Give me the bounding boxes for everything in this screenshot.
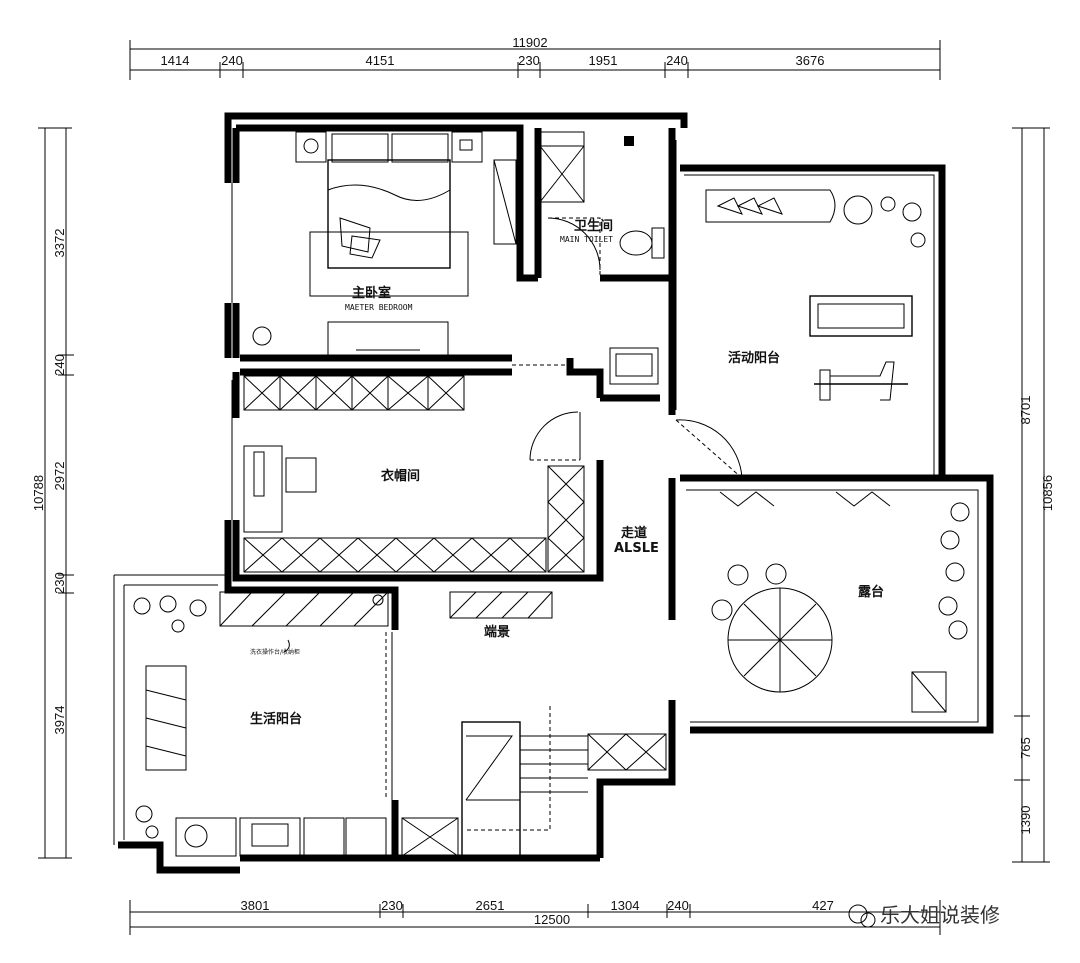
dim-top-4: 1951 bbox=[589, 53, 618, 68]
aisle-cabinet bbox=[587, 733, 667, 771]
bathroom-door-swing bbox=[548, 217, 601, 278]
bathroom-label: 卫生间 bbox=[574, 218, 613, 234]
terrace-corner-table bbox=[911, 671, 947, 713]
dimension-top: 11902 1414 240 4151 230 1951 240 3676 bbox=[129, 35, 941, 80]
aisle-label: 走道 bbox=[621, 525, 647, 541]
dim-top-5: 240 bbox=[666, 53, 688, 68]
lounge-chair bbox=[705, 189, 836, 223]
master-bedroom-label: 主卧室 bbox=[352, 285, 391, 301]
shower bbox=[539, 131, 585, 203]
fixture-icon bbox=[624, 136, 634, 146]
wechat-icon bbox=[848, 904, 868, 924]
dimension-left: 10788 3372 240 2972 230 3974 bbox=[31, 127, 74, 859]
side-table-icon bbox=[843, 195, 873, 225]
dim-left-2: 2972 bbox=[52, 462, 67, 491]
wardrobe-bedroom bbox=[493, 159, 517, 245]
aisle-bottom-cabinet bbox=[401, 817, 459, 857]
dim-bottom-5: 427 bbox=[812, 898, 834, 913]
terrace-plants bbox=[880, 196, 970, 640]
folding-door bbox=[719, 491, 891, 507]
treadmill bbox=[809, 295, 913, 337]
watermark-text: 乐大姐说装修 bbox=[880, 903, 1000, 927]
dim-right-1: 765 bbox=[1018, 737, 1033, 759]
dimension-bottom: 3801 230 2651 1304 240 427 12500 bbox=[129, 898, 941, 935]
dim-top-0: 1414 bbox=[161, 53, 190, 68]
dim-bottom-0: 3801 bbox=[241, 898, 270, 913]
washing-machine bbox=[175, 817, 237, 857]
dim-bottom-2: 2651 bbox=[476, 898, 505, 913]
master-bedroom-en-label: MAETER BEDROOM bbox=[345, 303, 413, 312]
drying-rack bbox=[145, 665, 187, 771]
nightstand-left bbox=[295, 131, 327, 163]
balcony-plants bbox=[133, 595, 207, 839]
tv-cabinet bbox=[327, 321, 449, 357]
activity-balcony-label: 活动阳台 bbox=[728, 350, 780, 366]
dryers bbox=[303, 817, 387, 857]
terrace-label: 露台 bbox=[858, 584, 884, 600]
railings bbox=[113, 140, 979, 845]
watermark: 乐大姐说装修 bbox=[848, 903, 1000, 928]
laundry-cabinet bbox=[219, 591, 389, 627]
dim-bottom-3: 1304 bbox=[611, 898, 640, 913]
dim-bottom-total: 12500 bbox=[534, 912, 570, 927]
dim-left-total: 10788 bbox=[31, 475, 46, 511]
dim-top-3: 230 bbox=[518, 53, 540, 68]
dim-left-3: 230 bbox=[52, 572, 67, 594]
aisle-door bbox=[675, 419, 743, 479]
dim-left-1: 240 bbox=[52, 354, 67, 376]
note-leader bbox=[283, 639, 290, 653]
laundry-note-label: 洗衣操作台/收纳柜 bbox=[250, 648, 300, 656]
staircase bbox=[461, 706, 588, 859]
plant-icon bbox=[252, 326, 272, 346]
feature-wall-cabinet bbox=[449, 591, 553, 619]
closet-door-arc bbox=[529, 411, 579, 461]
living-balcony-label: 生活阳台 bbox=[250, 711, 302, 727]
dim-top-6: 3676 bbox=[796, 53, 825, 68]
dim-top-1: 240 bbox=[221, 53, 243, 68]
dim-right-2: 1390 bbox=[1018, 806, 1033, 835]
dimension-right: 8701 765 1390 10856 bbox=[1012, 127, 1055, 863]
bathroom-en-label: MAIN TOILET bbox=[560, 235, 613, 244]
aisle-en-label: ALSLE bbox=[614, 541, 659, 556]
toilet bbox=[619, 227, 665, 259]
umbrella-table bbox=[711, 563, 833, 693]
closet-label: 衣帽间 bbox=[381, 468, 420, 484]
dim-top-total: 11902 bbox=[512, 35, 547, 50]
feature-wall-label: 端景 bbox=[484, 624, 510, 640]
closet-cabinets-top bbox=[243, 375, 465, 411]
dim-bottom-4: 240 bbox=[667, 898, 689, 913]
dim-left-0: 3372 bbox=[52, 229, 67, 258]
dim-top-2: 4151 bbox=[366, 53, 395, 68]
dim-right-0: 8701 bbox=[1018, 396, 1033, 425]
walls bbox=[118, 112, 994, 874]
washbasin bbox=[609, 347, 659, 385]
dim-right-total: 10856 bbox=[1040, 475, 1055, 511]
bathroom-door-arc bbox=[547, 217, 601, 271]
exercise-bike bbox=[814, 361, 908, 401]
closet-cabinets-bottom bbox=[243, 537, 547, 573]
desk bbox=[243, 445, 317, 533]
closet-cabinets-right bbox=[547, 465, 585, 573]
nightstand-right bbox=[451, 131, 483, 163]
sink-cabinet bbox=[239, 817, 301, 857]
dim-left-4: 3974 bbox=[52, 706, 67, 735]
dim-bottom-1: 230 bbox=[381, 898, 403, 913]
bed bbox=[309, 133, 469, 297]
